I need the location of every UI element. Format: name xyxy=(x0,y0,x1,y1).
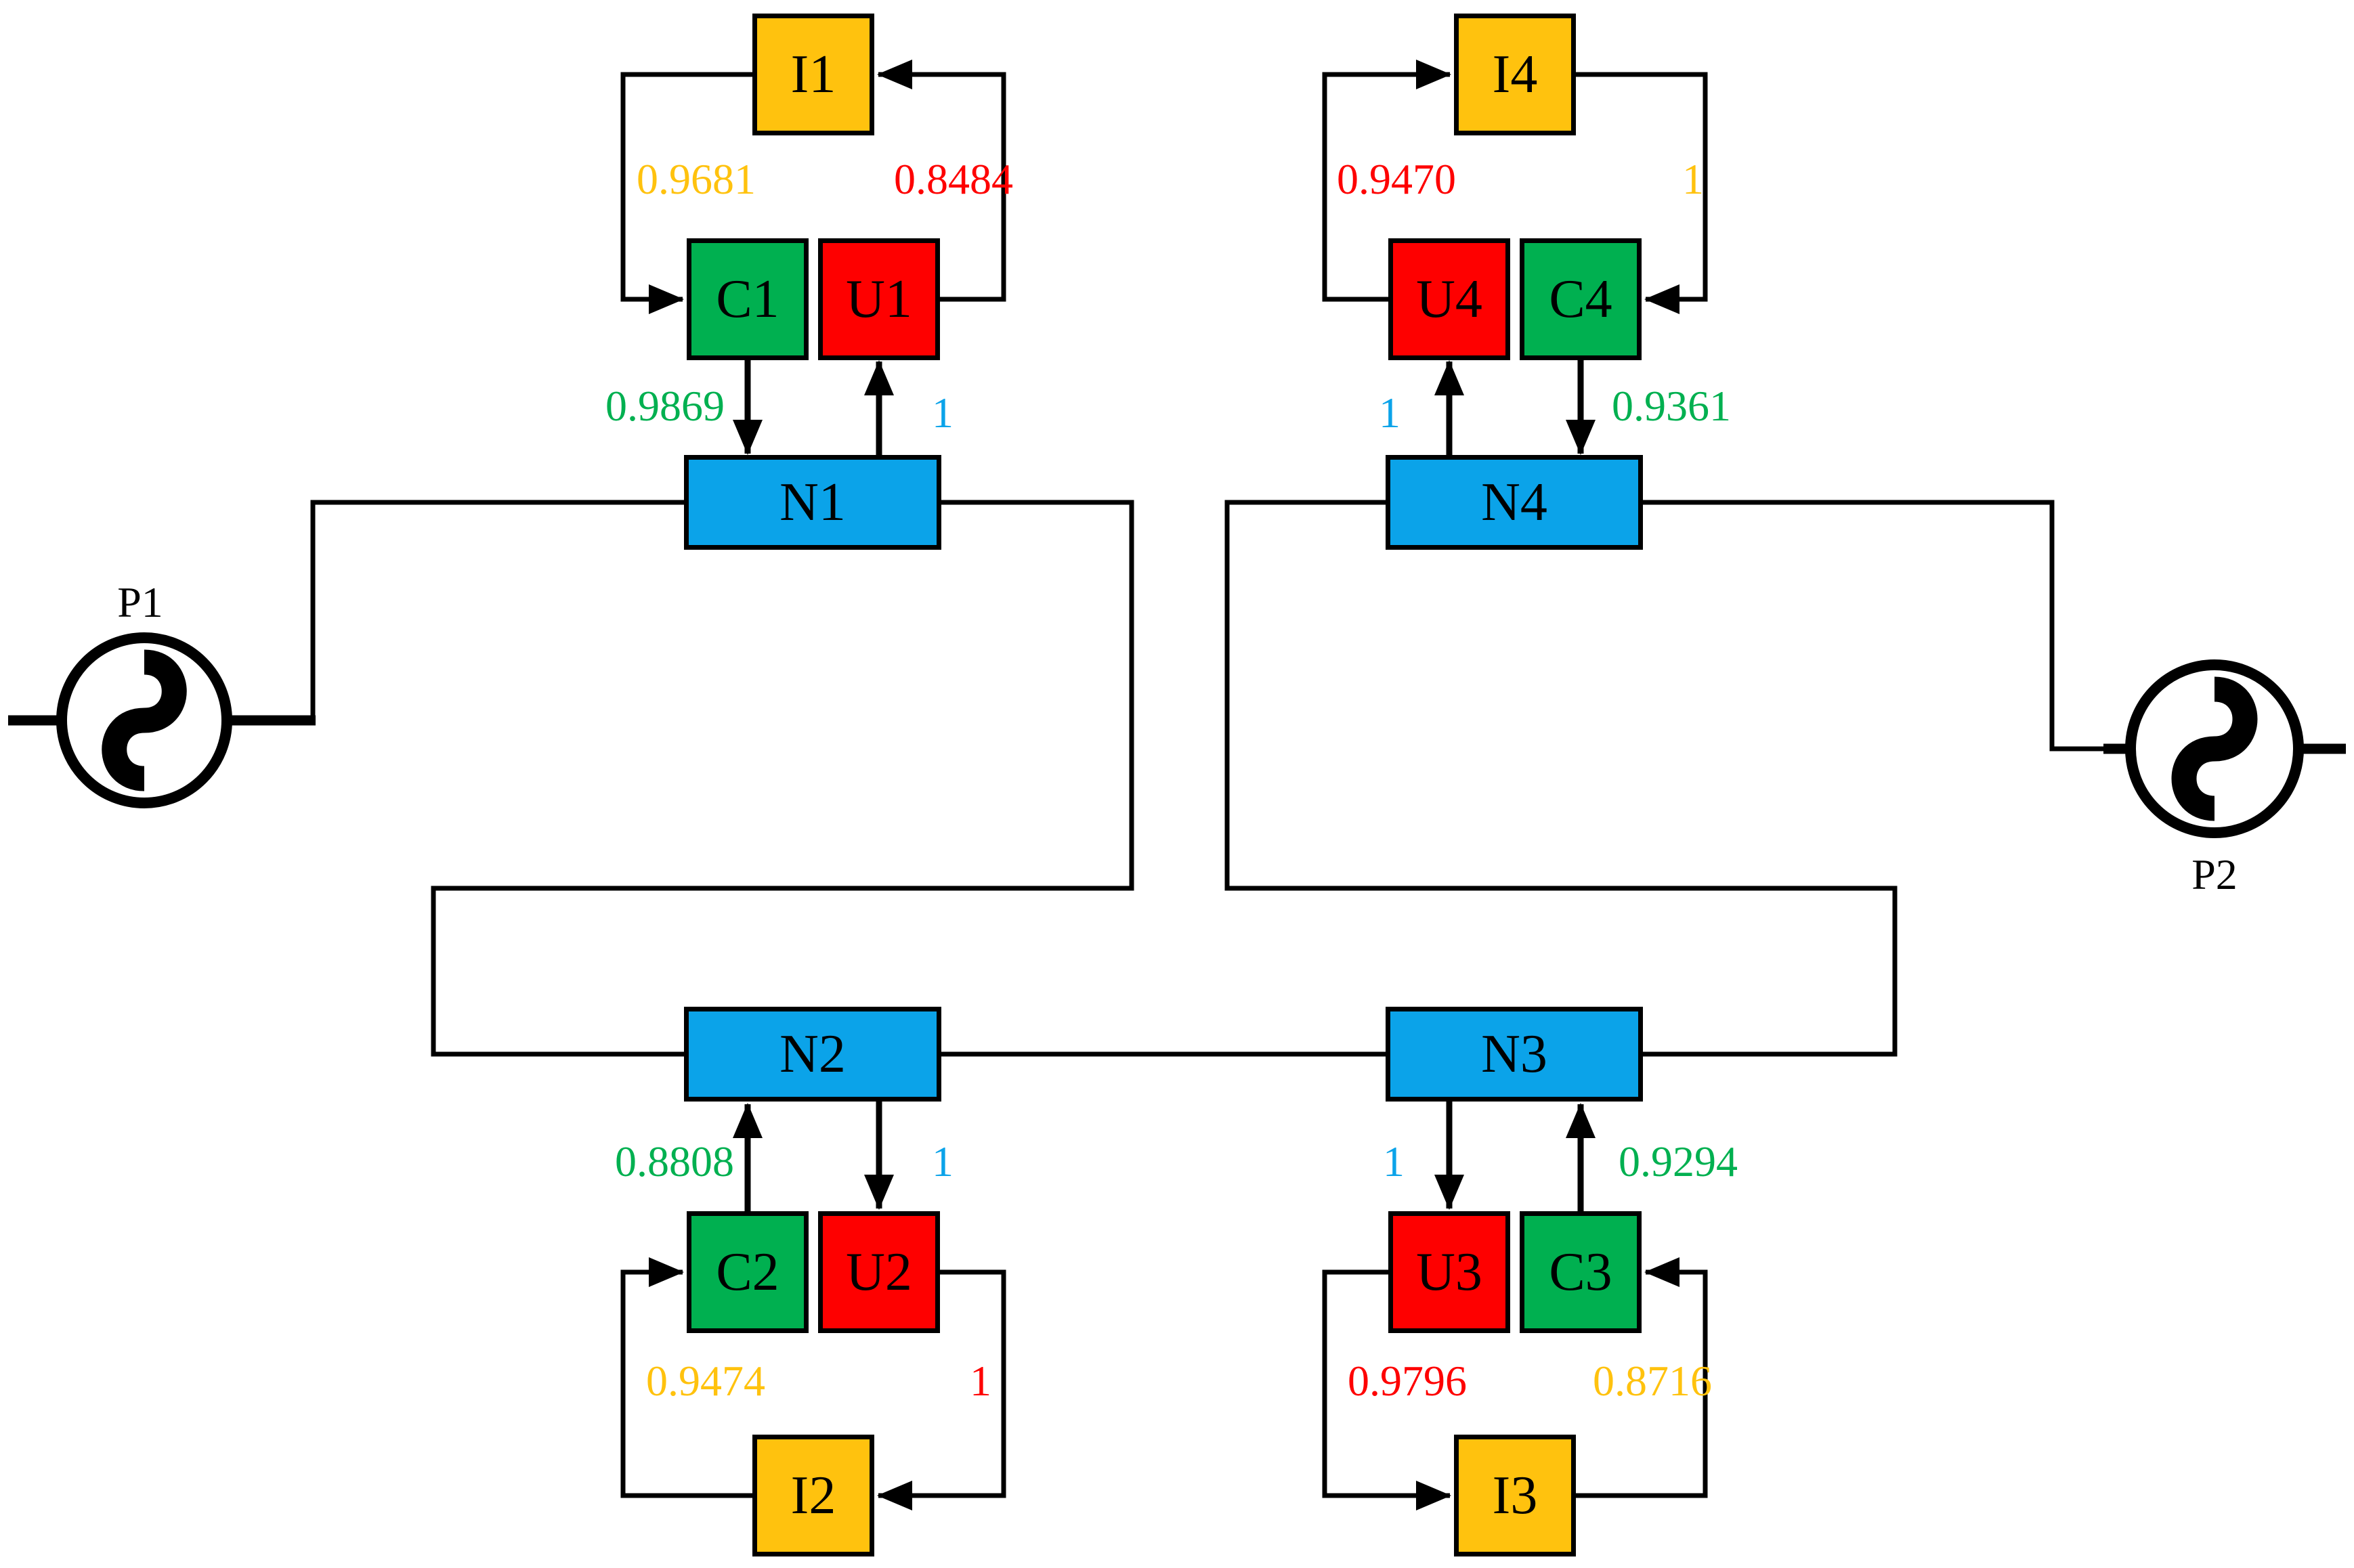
node-U1-label: U1 xyxy=(846,269,912,329)
edge-label-I4-C4: 1 xyxy=(1682,155,1704,203)
edge-label-U3-I3: 0.9796 xyxy=(1348,1357,1467,1405)
node-U4: U4 xyxy=(1388,238,1510,360)
node-I2: I2 xyxy=(752,1435,874,1556)
edge-label-C3-N3: 0.9294 xyxy=(1619,1137,1738,1185)
node-I2-label: I2 xyxy=(790,1466,836,1525)
node-N2: N2 xyxy=(684,1007,941,1102)
edge-label-I2-C2: 0.9474 xyxy=(646,1357,765,1405)
edge-label-I1-C1: 0.9681 xyxy=(637,155,756,203)
edge-line-U3-I3 xyxy=(1322,1269,1451,1510)
node-N3-label: N3 xyxy=(1481,1024,1547,1084)
edge-label-U2-I2: 1 xyxy=(970,1357,991,1405)
edge-label-N2-U2: 1 xyxy=(932,1137,954,1185)
edge-line-I4-C4 xyxy=(1576,72,1708,314)
node-N2-label: N2 xyxy=(779,1024,846,1084)
edge-label-N4-U4: 1 xyxy=(1379,389,1400,437)
node-C4: C4 xyxy=(1520,238,1642,360)
wire-N1-N2 xyxy=(431,500,1134,1057)
node-I4-label: I4 xyxy=(1492,45,1538,104)
edge-label-U4-I4: 0.9470 xyxy=(1337,155,1456,203)
node-U2-label: U2 xyxy=(846,1242,912,1302)
node-C1: C1 xyxy=(687,238,809,360)
edge-label-I3-C3: 0.8716 xyxy=(1593,1357,1712,1405)
node-N4: N4 xyxy=(1386,455,1643,550)
p2-sine-glyph xyxy=(2171,676,2258,821)
node-C2: C2 xyxy=(687,1211,809,1333)
p1-sine-glyph xyxy=(102,649,187,791)
edge-label-U1-I1: 0.8484 xyxy=(894,155,1013,203)
edge-line-U1-I1 xyxy=(877,60,1006,302)
wire-N4-P2 xyxy=(1643,500,2107,752)
ac-source-P2-icon xyxy=(2103,659,2346,838)
node-C1-label: C1 xyxy=(716,269,779,329)
node-C4-label: C4 xyxy=(1549,269,1612,329)
node-N1-label: N1 xyxy=(779,473,846,532)
wire-P1-N1 xyxy=(310,500,684,720)
edge-label-C4-N4: 0.9361 xyxy=(1612,382,1731,430)
edge-label-C2-N2: 0.8808 xyxy=(615,1137,734,1185)
node-C3: C3 xyxy=(1520,1211,1642,1333)
node-C2-label: C2 xyxy=(716,1242,779,1302)
edge-line-U4-I4 xyxy=(1322,60,1451,302)
edge-label-N3-U3: 1 xyxy=(1383,1137,1405,1185)
node-N4-label: N4 xyxy=(1481,473,1547,532)
node-I3: I3 xyxy=(1454,1435,1576,1556)
ac-source-P1-icon xyxy=(8,632,316,808)
node-C3-label: C3 xyxy=(1549,1242,1612,1302)
edge-line-I2-C2 xyxy=(620,1257,752,1498)
node-U4-label: U4 xyxy=(1416,269,1482,329)
node-I1-label: I1 xyxy=(790,45,836,104)
node-N3: N3 xyxy=(1386,1007,1643,1102)
node-U2: U2 xyxy=(818,1211,940,1333)
edge-label-C1-N1: 0.9869 xyxy=(605,382,725,430)
node-N1: N1 xyxy=(684,455,941,550)
source-P2-label: P2 xyxy=(2191,850,2238,898)
source-P1-label: P1 xyxy=(117,578,163,626)
node-I1: I1 xyxy=(752,14,874,135)
wire-N4-N3 xyxy=(1224,500,1898,1057)
edge-line-I1-C1 xyxy=(620,72,752,314)
edge-line-I3-C3 xyxy=(1576,1257,1708,1498)
edge-label-N1-U1: 1 xyxy=(932,389,954,437)
node-I3-label: I3 xyxy=(1492,1466,1538,1525)
node-U3-label: U3 xyxy=(1416,1242,1482,1302)
node-U3: U3 xyxy=(1388,1211,1510,1333)
node-I4: I4 xyxy=(1454,14,1576,135)
edge-line-U2-I2 xyxy=(877,1269,1006,1510)
node-U1: U1 xyxy=(818,238,940,360)
